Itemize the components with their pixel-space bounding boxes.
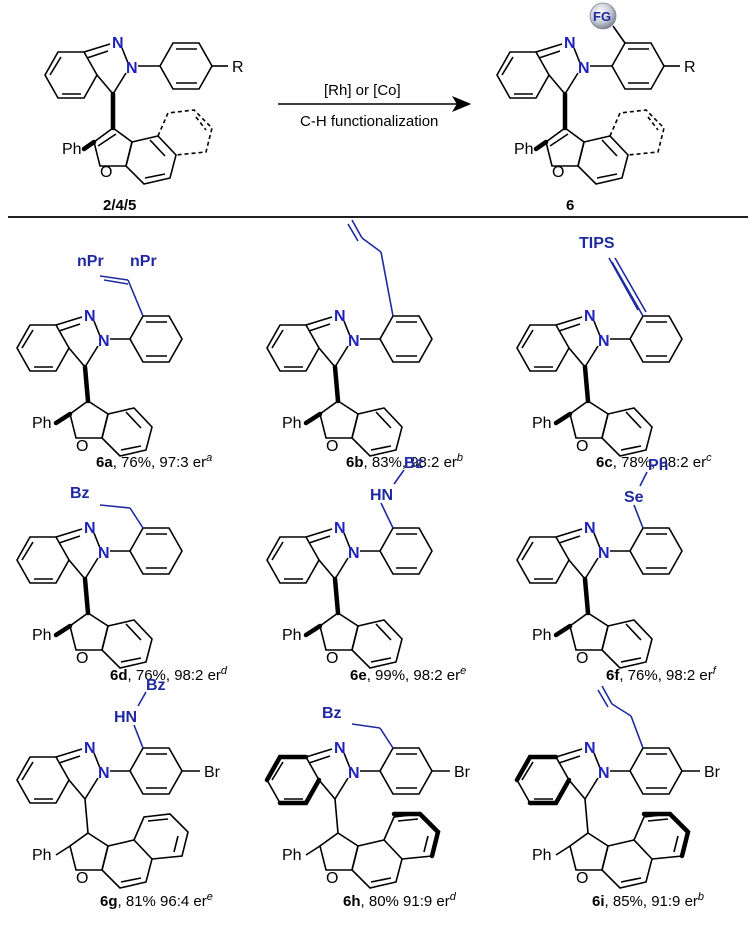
- br-6i: Br: [704, 764, 721, 781]
- compound-6c-structure: TIPS: [517, 235, 682, 456]
- atom-n1: N: [112, 35, 124, 52]
- reactant-label: 2/4/5: [103, 197, 136, 214]
- fg-6e-mid: HN: [370, 487, 393, 504]
- caption-6e: 6e, 99%, 98:2 ere: [350, 665, 466, 684]
- compound-6g-structure: HN Bz Br: [16, 677, 221, 889]
- br-6g: Br: [204, 764, 221, 781]
- atom-n2: N: [126, 60, 138, 77]
- fg-6g: Bz: [146, 677, 166, 694]
- caption-6g: 6g, 81% 96:4 ere: [100, 891, 213, 910]
- compound-6f-structure: Se Ph: [517, 457, 682, 668]
- ph-label: Ph: [62, 141, 82, 158]
- caption-6i: 6i, 85%, 91:9 erb: [592, 891, 704, 910]
- product-label: 6: [566, 197, 574, 214]
- caption-6d: 6d, 76%, 98:2 erd: [110, 665, 228, 684]
- fg-6a-right: nPr: [130, 253, 157, 270]
- compound-6a-structure: nPr nPr: [17, 253, 182, 456]
- atom-n2: N: [578, 60, 590, 77]
- caption-6c: 6c, 78%, 98:2 erc: [596, 452, 712, 471]
- compound-6d-structure: Bz: [17, 485, 182, 668]
- compound-6b-structure: [267, 219, 432, 456]
- r-group: R: [232, 59, 244, 76]
- caption-6h: 6h, 80% 91:9 erd: [343, 891, 457, 910]
- fg-label: FG: [593, 9, 611, 24]
- fg-6g-mid: HN: [114, 709, 137, 726]
- caption-6a: 6a, 76%, 97:3 era: [96, 452, 212, 471]
- ph-label: Ph: [514, 141, 534, 158]
- fg-6f-mid: Se: [624, 489, 644, 506]
- fg-6f: Ph: [648, 457, 668, 474]
- conditions-top: [Rh] or [Co]: [324, 82, 401, 99]
- caption-6b: 6b, 83%, 98:2 erb: [346, 452, 463, 471]
- br-6h: Br: [454, 764, 471, 781]
- compound-6e-structure: HN Bz: [267, 455, 432, 668]
- fg-6d: Bz: [70, 485, 90, 502]
- conditions-bottom: C-H functionalization: [300, 113, 438, 130]
- fg-6c: TIPS: [579, 235, 615, 252]
- atom-n1: N: [564, 35, 576, 52]
- atom-o: O: [100, 164, 112, 181]
- fg-6e: Bz: [404, 455, 424, 472]
- fg-6a-left: nPr: [77, 253, 104, 270]
- caption-6f: 6f, 76%, 98:2 erf: [606, 665, 717, 684]
- atom-o: O: [552, 164, 564, 181]
- product-structure: N N R O Ph: [496, 25, 696, 185]
- fg-6h: Bz: [322, 705, 342, 722]
- compound-6h-structure: Bz Br: [264, 705, 471, 889]
- compound-6i-structure: Br: [514, 685, 721, 889]
- fg-sphere: FG: [589, 2, 617, 30]
- r-group: R: [684, 59, 696, 76]
- reactant-structure: N N R O Ph: [44, 35, 244, 185]
